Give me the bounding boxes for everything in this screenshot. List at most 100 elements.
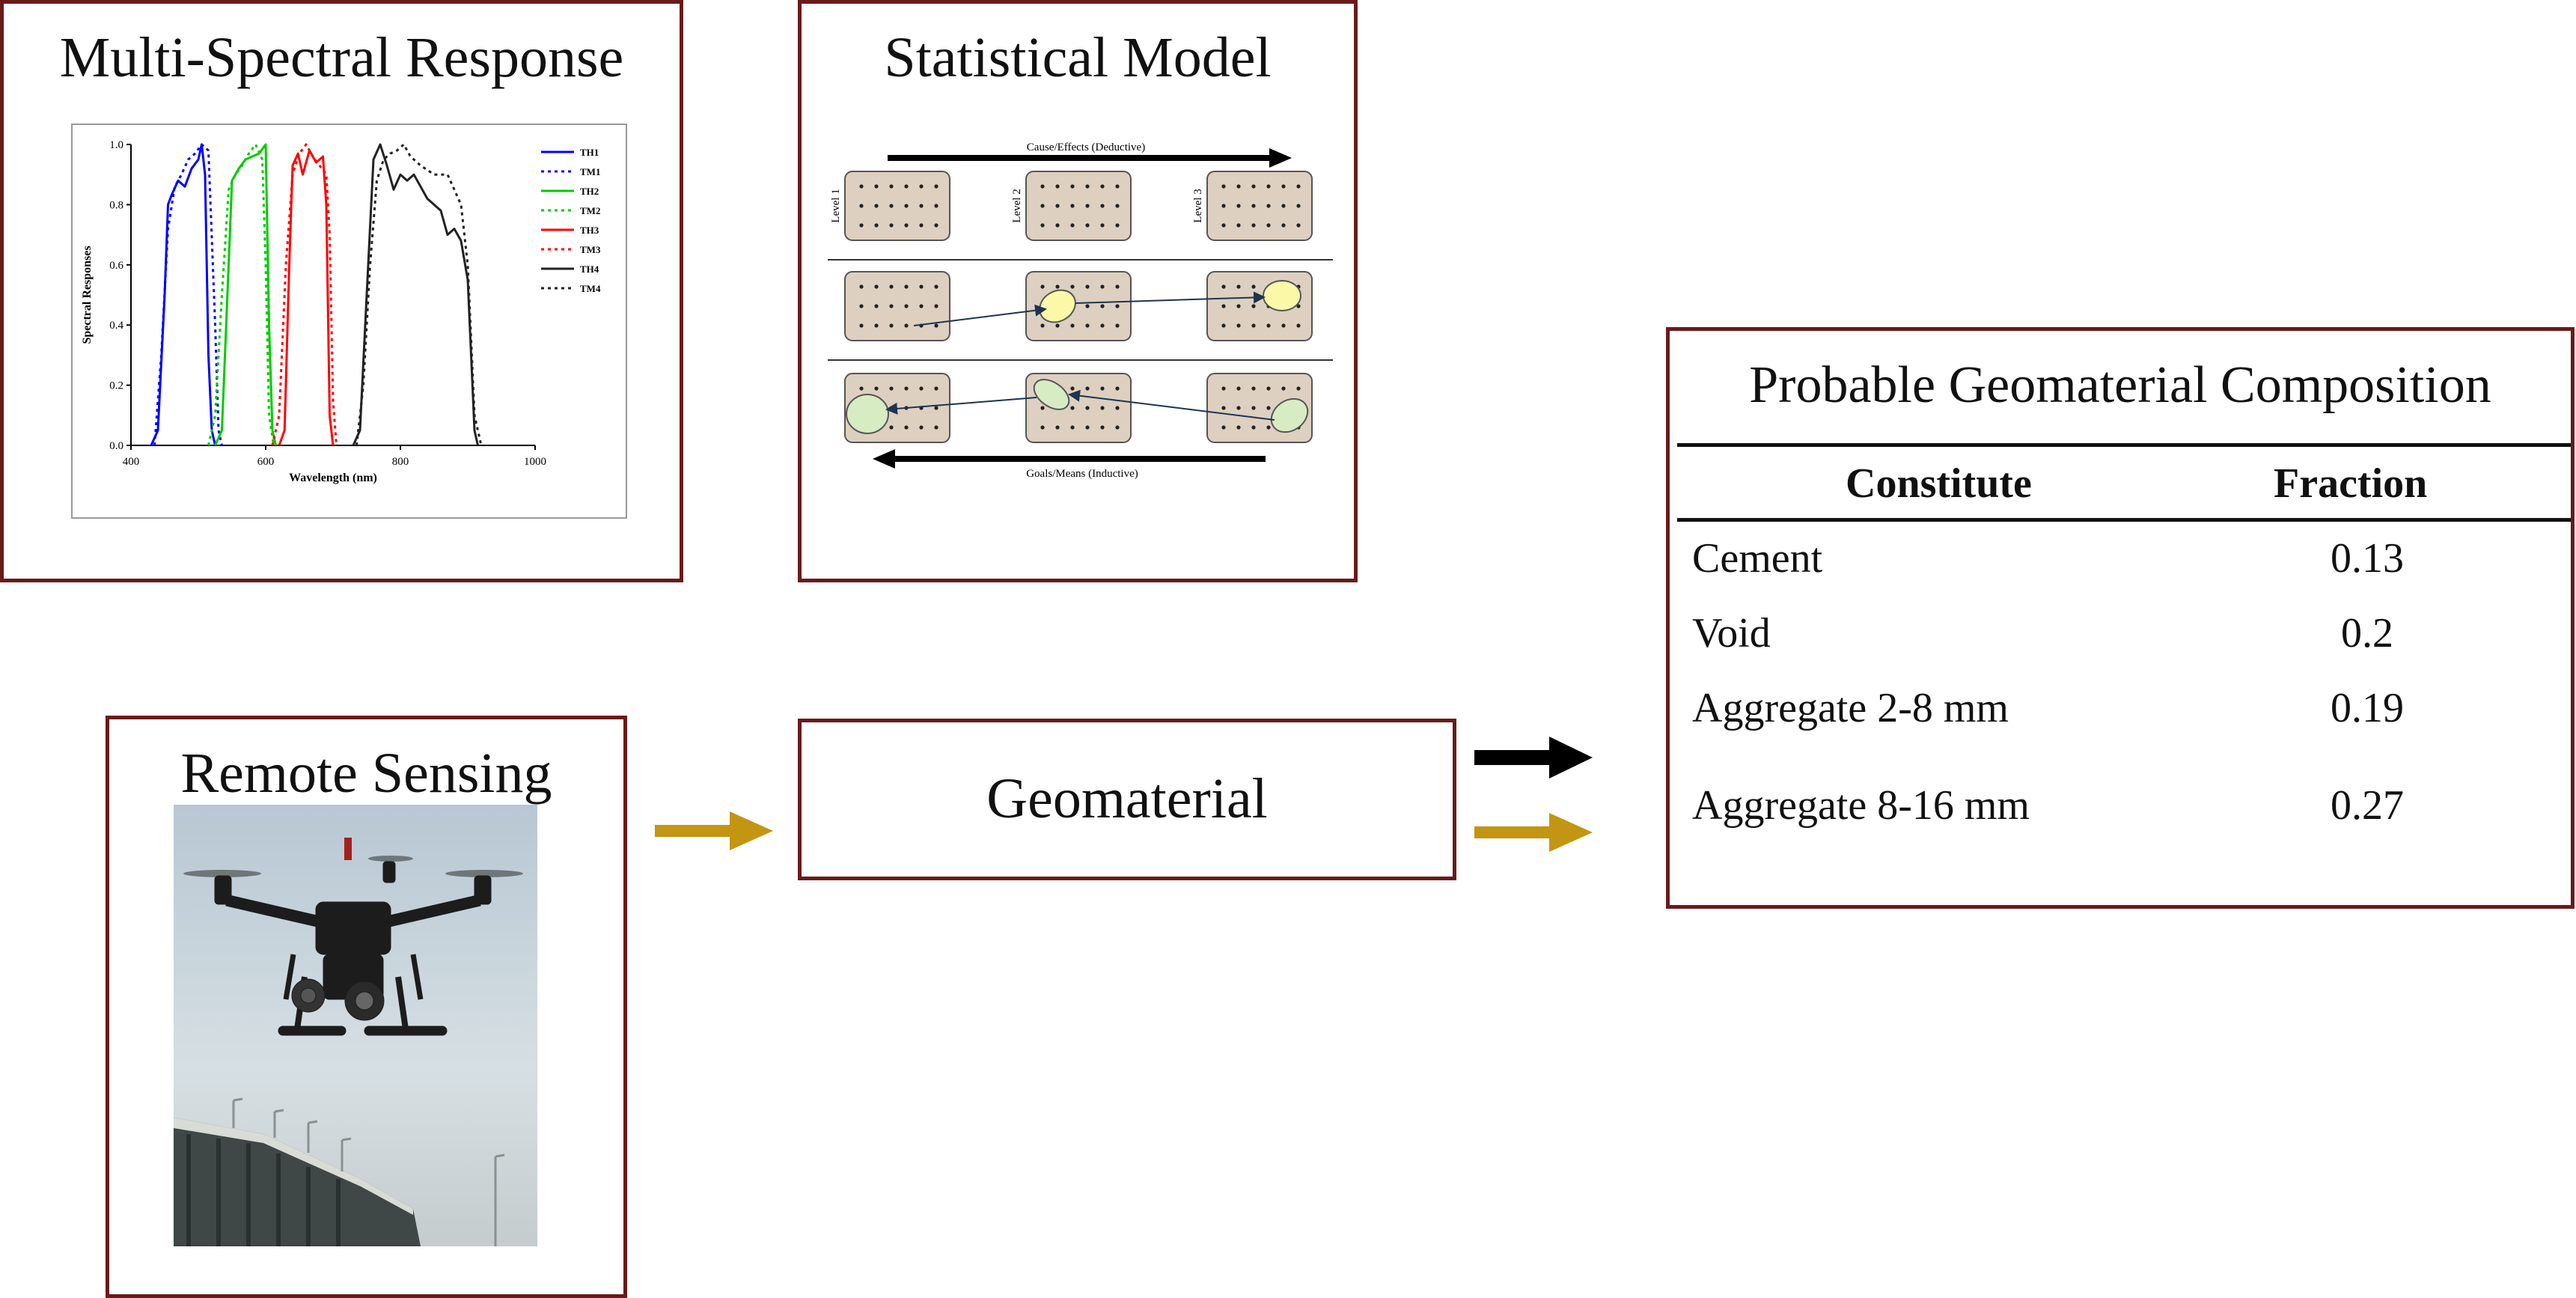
chart-series-line-th1 <box>150 143 216 446</box>
table-row-name: Aggregate 2-8 mm <box>1692 685 2009 731</box>
table-row-name: Cement <box>1692 535 1823 582</box>
grid-dot <box>1296 323 1301 328</box>
grid-dot <box>859 304 864 308</box>
grid-dot <box>1296 204 1301 208</box>
arrow-black-to-composition <box>1474 737 1593 779</box>
level-grid-box <box>1025 171 1132 241</box>
grid-dot <box>874 386 879 391</box>
grid-dot <box>1100 386 1105 391</box>
table-header-rule <box>1677 518 2571 522</box>
grid-dot <box>1251 406 1256 410</box>
statistical-panel-title: Statistical Model <box>884 26 1272 89</box>
deductive-label: Cause/Effects (Deductive) <box>1027 141 1145 153</box>
table-header-fraction: Fraction <box>2274 460 2428 507</box>
green-blob <box>846 394 889 434</box>
grid-dot <box>859 223 864 228</box>
grid-dot <box>1040 284 1045 289</box>
grid-dot <box>1070 425 1075 430</box>
grid-dot <box>1115 425 1120 430</box>
grid-dot <box>859 204 864 208</box>
chart-x-tick-label: 400 <box>123 456 140 468</box>
grid-dot <box>874 204 879 208</box>
grid-dot <box>1236 284 1241 289</box>
grid-dot <box>1100 223 1105 228</box>
grid-dot <box>874 223 879 228</box>
level-label: Level 1 <box>830 189 842 222</box>
composition-panel: Probable Geomaterial Composition Constit… <box>1666 327 2575 909</box>
inductive-arrow-head <box>873 449 895 469</box>
grid-dot <box>889 425 894 430</box>
chart-series-line-tm1 <box>153 143 223 446</box>
grid-dot <box>1296 184 1301 189</box>
grid-dot <box>1251 284 1256 289</box>
level-grid-box <box>844 171 950 241</box>
grid-dot <box>1115 204 1120 208</box>
level-label: Level 3 <box>1192 189 1204 222</box>
grid-dot <box>1221 304 1226 308</box>
grid-dot <box>1221 386 1226 391</box>
chart-x-tick-label: 600 <box>257 456 275 468</box>
grid-dot <box>919 284 924 289</box>
grid-dot <box>904 386 909 391</box>
green-blob <box>1270 397 1309 433</box>
chart-legend-label: TH4 <box>580 263 599 275</box>
grid-dot <box>1100 204 1105 208</box>
grid-dot <box>889 304 894 308</box>
grid-dot <box>1100 425 1105 430</box>
grid-dot <box>1251 223 1256 228</box>
grid-dot <box>1251 184 1256 189</box>
inductive-label: Goals/Means (Inductive) <box>1026 468 1138 480</box>
level-grid-box <box>1025 271 1132 341</box>
grid-dot <box>1221 284 1226 289</box>
grid-dot <box>1236 304 1241 308</box>
grid-dot <box>1070 284 1075 289</box>
grid-dot <box>1221 223 1226 228</box>
level-label: Level 2 <box>1011 189 1023 222</box>
chart-y-tick-label: 0.8 <box>109 199 123 211</box>
grid-dot <box>859 184 864 189</box>
grid-dot <box>919 386 924 391</box>
grid-dot <box>904 425 909 430</box>
chart-y-tick-label: 0.4 <box>109 320 123 332</box>
grid-dot <box>904 304 909 308</box>
grid-dot <box>1281 323 1286 328</box>
chart-series-line-th2 <box>214 143 277 446</box>
chart-y-label: Spectral Responses <box>81 246 94 344</box>
grid-dot <box>1236 406 1241 410</box>
grid-dot <box>904 184 909 189</box>
grid-dot <box>1221 425 1226 430</box>
grid-dot <box>1281 386 1286 391</box>
chart-series-line-tm2 <box>207 143 275 446</box>
grid-dot <box>904 223 909 228</box>
statistical-panel: Statistical Model Cause/Effects (Deducti… <box>798 0 1358 582</box>
green-blob <box>1033 379 1070 410</box>
deductive-arrow-head <box>1269 148 1292 168</box>
grid-dot <box>1085 304 1090 308</box>
grid-dot <box>874 304 879 308</box>
grid-dot <box>1236 386 1241 391</box>
chart-legend-label: TM3 <box>580 244 601 255</box>
grid-dot <box>889 386 894 391</box>
grid-dot <box>874 323 879 328</box>
yellow-blob <box>1263 280 1301 311</box>
grid-dot <box>934 386 938 391</box>
grid-dot <box>1236 323 1241 328</box>
grid-dot <box>1266 323 1271 328</box>
grid-dot <box>889 223 894 228</box>
grid-dot <box>1040 425 1045 430</box>
grid-dot <box>889 284 894 289</box>
grid-dot <box>1266 386 1271 391</box>
flow-arrow <box>913 304 1047 326</box>
grid-dot <box>1221 184 1226 189</box>
table-row-fraction: 0.13 <box>2331 535 2404 582</box>
grid-dot <box>1085 386 1090 391</box>
grid-dot <box>1115 406 1120 410</box>
chart-legend-label: TH3 <box>580 225 599 236</box>
grid-dot <box>1251 386 1256 391</box>
grid-dot <box>1040 323 1045 328</box>
chart-x-tick-label: 800 <box>392 456 409 468</box>
remote-sensing-panel-title: Remote Sensing <box>180 742 552 805</box>
statistical-model-diagram: Cause/Effects (Deductive) Goals/Means (In… <box>828 141 1333 480</box>
grid-dot <box>1070 184 1075 189</box>
